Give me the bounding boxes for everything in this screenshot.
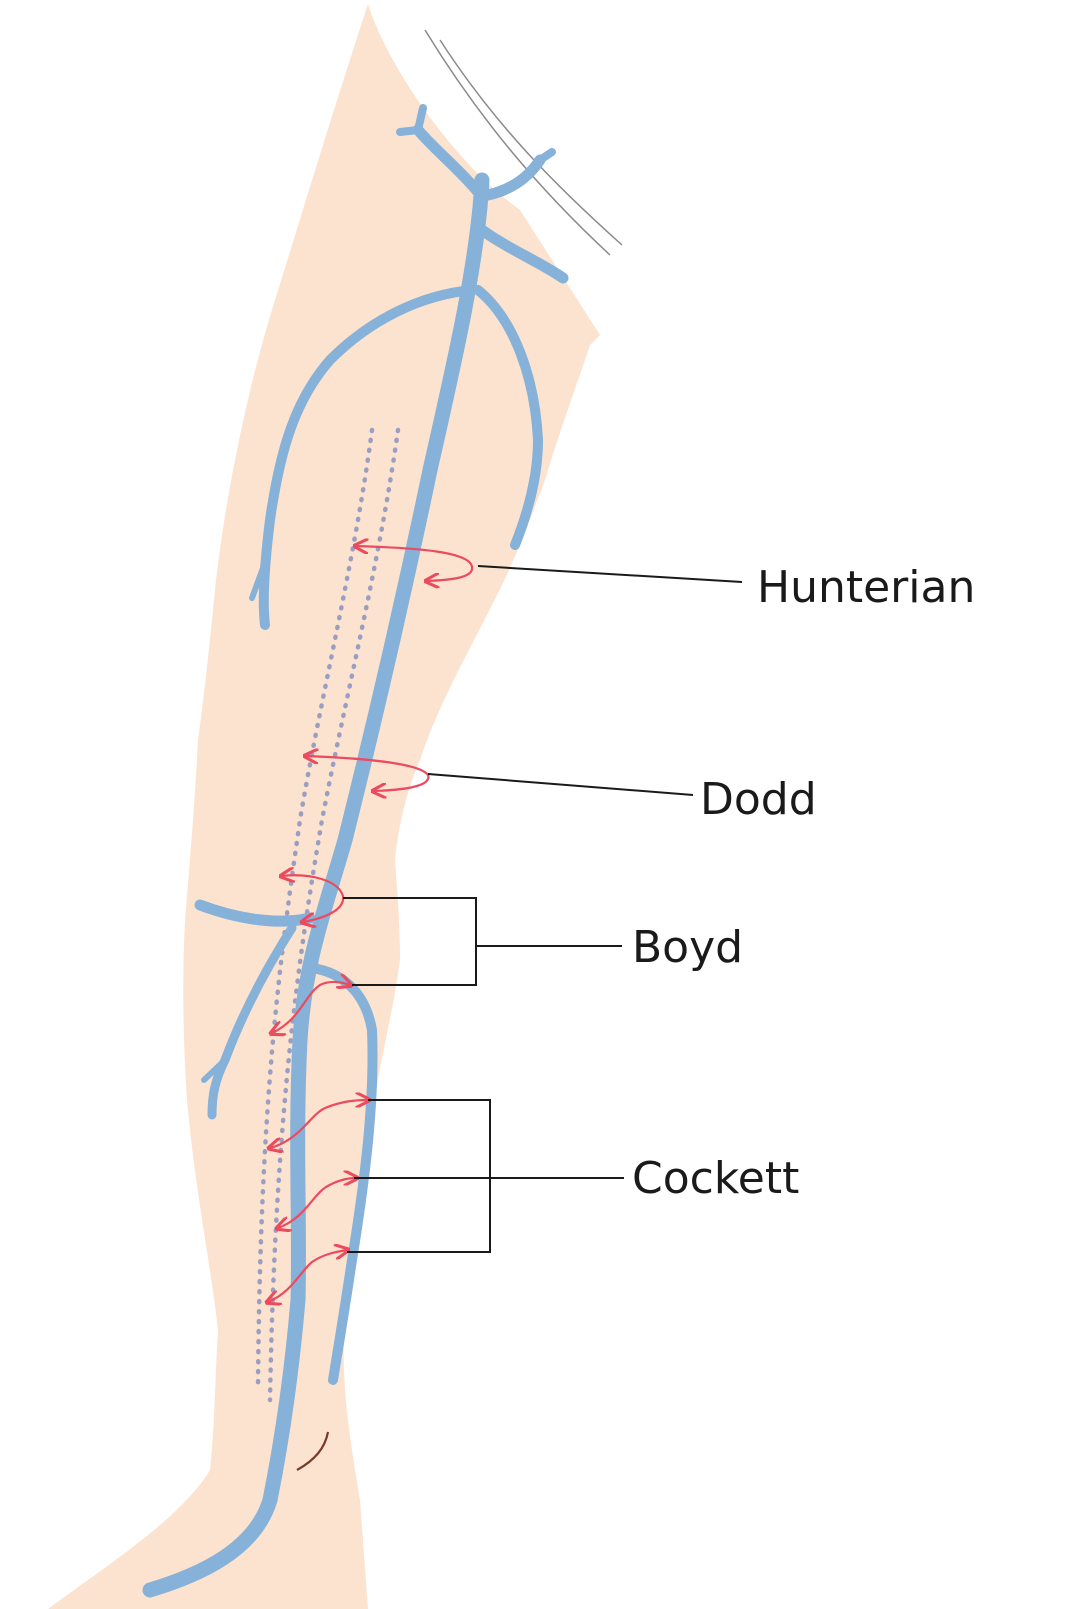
superficial-circumflex-twig [536,148,556,164]
leg-silhouette [48,4,600,1609]
cockett-label: Cockett [632,1153,799,1204]
anterior-calf-tributary [207,923,297,1120]
superficial-circumflex-branch [482,154,546,201]
medial-accessory-vein [473,285,543,550]
boyd-perforator-arrow-upper [282,875,345,922]
anterior-calf-twig [201,1057,228,1083]
dodd-perforator-arrow [306,756,430,791]
superficial-epigastric-twig-2 [414,104,427,134]
cockett-perforator-arrow-1 [270,1100,368,1148]
sheath-line-outer [424,29,611,256]
superficial-epigastric-branch [412,124,484,198]
posterior-arch-vein [307,963,378,1385]
hunterian-leader [477,565,743,583]
lateral-accessory-twig-1 [249,557,269,601]
cockett-perforator-arrow-3 [268,1250,347,1302]
cockett-perforator-arrow-2 [278,1178,356,1228]
boyd-label: Boyd [632,922,743,973]
malleolus-mark [296,1431,330,1471]
hunterian-perforator-arrow [356,546,474,581]
external-pudendal-branch [476,224,569,284]
cockett-bracket [347,1099,624,1253]
deep-vein-dotted-line-1 [255,427,375,1393]
dodd-label: Dodd [700,774,817,825]
hunterian-label: Hunterian [757,562,975,613]
dodd-leader [427,773,694,796]
boyd-perforator-arrow-lower [272,982,350,1033]
sheath-line-inner [439,39,623,246]
boyd-bracket [343,897,622,986]
